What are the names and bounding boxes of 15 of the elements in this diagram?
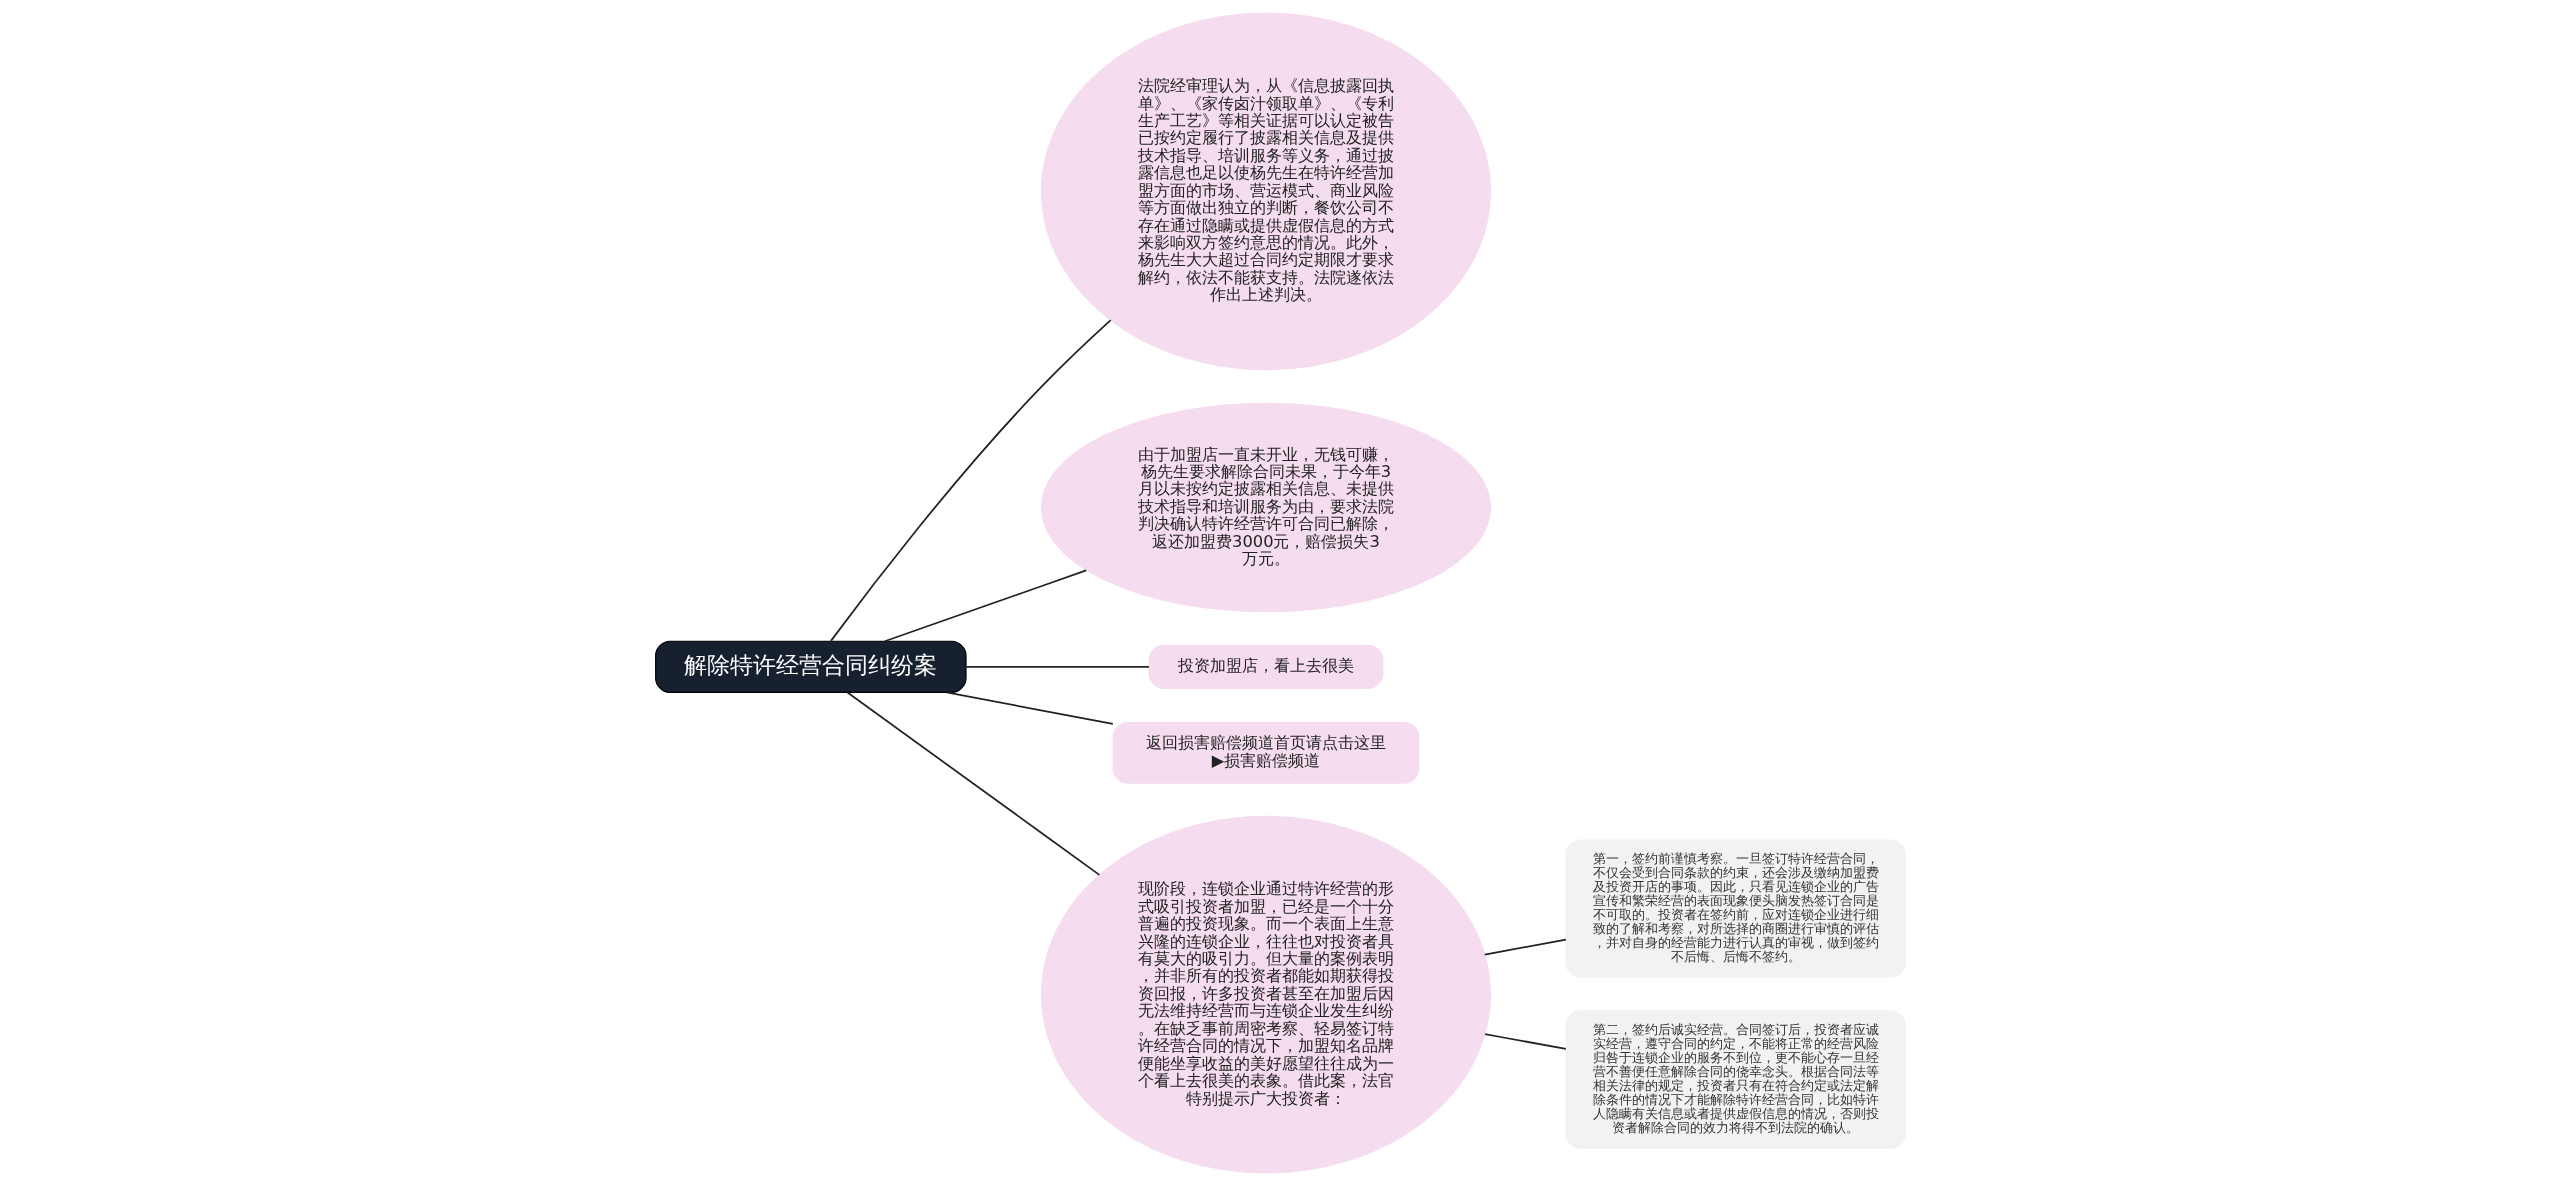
node-ellipse: 法院经审理认为，从《信息披露回执单》、《家传卤汁领取单》、《专利生产工艺》等相关证据可以认定被告已按约定履行了披露相关信息及提供技术指导、培训服务等义务，通过披露信息也足以使杨先生在特许经营加盟方面的市场、营运模式、商业风险等方面做出独立的判断，餐饮公司不存在通过隐瞒或提供虚假信息的方式来影响双方签约意思的情况。此外，杨先生大大超过合同约定期限才要求解约，依法不能获支持。法院遂依法作出上述判决。: [1040, 12, 1491, 371]
connector: [964, 665, 1150, 668]
node-box: 返回损害赔偿频道首页请点击这里 ▶损害赔偿频道: [1112, 722, 1419, 784]
connector: [829, 319, 1112, 642]
connector: [883, 569, 1087, 643]
node-ellipse: 由于加盟店一直未开业，无钱可赚，杨先生要求解除合同未果，于今年3月以未按约定披露相关信息、未提供技术指导和培训服务为由，要求法院判决确认特许经营许可合同已解除，返还加盟费3000元，赔偿损失3万元。: [1040, 402, 1491, 613]
node-box: 投资加盟店，看上去很美: [1148, 644, 1383, 689]
connector: [1483, 1033, 1567, 1050]
node-box: 解除特许经营合同纠纷案: [654, 640, 967, 693]
connector: [1483, 938, 1567, 956]
connector: [846, 691, 1100, 876]
connector: [945, 691, 1114, 725]
node-box: 第一，签约前谨慎考察。一旦签订特许经营合同，不仅会受到合同条款的约束，还会涉及缴纳加盟费及投资开店的事项。因此，只看见连锁企业的广告宣传和繁荣经营的表面现象便头脑发热签订合同是不可取的。投资者在签约前，应对连锁企业进行细致的了解和考察，对所选择的商圈进行审慎的评估，并对自身的经营能力进行认真的审视，做到签约不后悔、后悔不签约。: [1564, 839, 1906, 978]
node-box: 第二，签约后诚实经营。合同签订后，投资者应诚实经营，遵守合同的约定，不能将正常的经营风险归咎于连锁企业的服务不到位，更不能心存一旦经营不善便任意解除合同的侥幸念头。根据合同法等相关法律的规定，投资者只有在符合约定或法定解除条件的情况下才能解除特许经营合同，比如特许人隐瞒有关信息或者提供虚假信息的情况，否则投资者解除合同的效力将得不到法院的确认。: [1564, 1010, 1906, 1149]
node-ellipse: 现阶段，连锁企业通过特许经营的形式吸引投资者加盟，已经是一个十分普遍的投资现象。而一个表面上生意兴隆的连锁企业，往往也对投资者具有莫大的吸引力。但大量的案例表明，并非所有的投资者都能如期获得投资回报，许多投资者甚至在加盟后因无法维持经营而与连锁企业发生纠纷。在缺乏事前周密考察、轻易签订特许经营合同的情况下，加盟知名品牌便能坐享收益的美好愿望往往成为一个看上去很美的表象。借此案，法官特别提示广大投资者：: [1040, 815, 1491, 1174]
